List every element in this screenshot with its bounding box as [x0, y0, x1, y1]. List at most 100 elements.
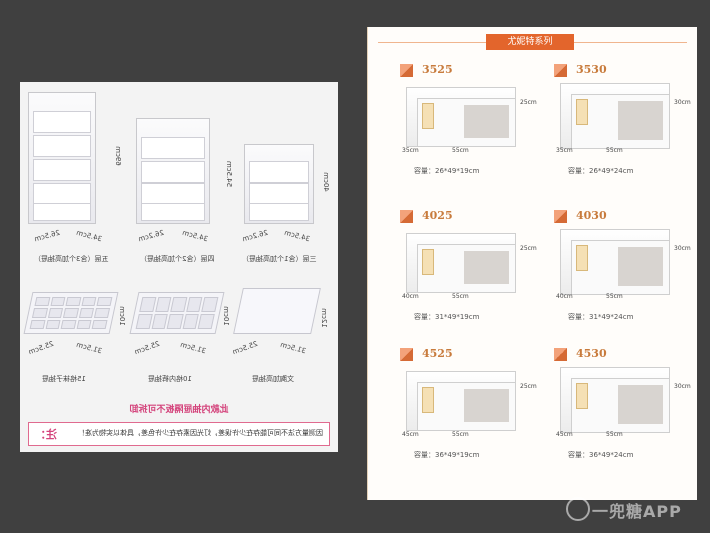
bullet-icon [400, 210, 413, 223]
drawer [141, 161, 205, 183]
dimension-depth: 34.5cm [75, 228, 103, 244]
bra-tall-tray [233, 288, 321, 334]
dimension-height: 25cm [520, 383, 537, 390]
model-code: 3525 [422, 63, 453, 76]
dimension-depth: 34.5cm [283, 228, 311, 244]
drawer [33, 159, 91, 181]
model-code: 4530 [576, 347, 607, 360]
dimension-depth: 35cm [556, 147, 573, 154]
drawer [33, 203, 91, 221]
drawer [141, 203, 205, 221]
dimension-height: 30cm [674, 383, 691, 390]
dimension-height: 54.5cm [225, 160, 234, 188]
dimension-width: 25.5cm [133, 339, 161, 357]
dimension-height: 10cm [117, 306, 126, 326]
dimension-width: 55cm [452, 431, 469, 438]
dimension-height: 40cm [321, 172, 330, 192]
dimension-height: 25cm [520, 99, 537, 106]
dimension-depth: 35cm [402, 147, 419, 154]
product-card-4525: 4525 25cm 45cm 55cm 容量：36*49*19cm [392, 347, 542, 475]
dimension-height: 10cm [221, 306, 230, 326]
drawer-box [406, 233, 516, 293]
dimension-height: 30cm [674, 99, 691, 106]
five-tier-drawer [28, 92, 96, 224]
capacity-label: 容量：26*49*24cm [568, 167, 634, 175]
item-caption: 文胸加高抽屉 [252, 375, 294, 383]
dimension-width: 55cm [452, 147, 469, 154]
drawer [141, 183, 205, 205]
bullet-icon [554, 210, 567, 223]
dimension-height: 25cm [520, 245, 537, 252]
drawer [33, 183, 91, 205]
dimension-width: 25.5cm [27, 339, 55, 357]
item-caption: 五层（含3个加高抽屉） [34, 255, 109, 263]
product-card-4025: 4025 25cm 40cm 55cm 容量：31*49*19cm [392, 209, 542, 337]
dimension-depth: 31.5cm [179, 340, 207, 356]
item-caption: 15格袜子抽屉 [42, 375, 86, 383]
dimension-depth: 40cm [402, 293, 419, 300]
dimension-depth: 40cm [556, 293, 573, 300]
dimension-width: 55cm [452, 293, 469, 300]
product-card-3530: 3530 30cm 35cm 55cm 容量：26*49*24cm [546, 63, 696, 191]
model-code: 4030 [576, 209, 607, 222]
dimension-depth: 45cm [556, 431, 573, 438]
drawer [33, 111, 91, 133]
capacity-label: 容量：36*49*24cm [568, 451, 634, 459]
product-card-4530: 4530 30cm 45cm 55cm 容量：36*49*24cm [546, 347, 696, 475]
capacity-label: 容量：26*49*19cm [414, 167, 480, 175]
drawer-box [406, 87, 516, 147]
four-tier-drawer [136, 118, 210, 224]
dimension-height: 12cm [319, 308, 328, 328]
model-code: 4025 [422, 209, 453, 222]
item-caption: 三层（含1个加高抽屉） [242, 255, 317, 263]
disclaimer-box: 因测量方法不同可能存在少许误差，灯光因素存在少许色差，具体以实物为准！ 注： [28, 422, 330, 446]
product-card-4030: 4030 30cm 40cm 55cm 容量：31*49*24cm [546, 209, 696, 337]
series-title: 尤妮特系列 [486, 34, 574, 50]
right-panel: 尤妮特系列 3525 25cm 35cm 55cm 容量：26*49*19cm … [367, 27, 697, 500]
bullet-icon [554, 64, 567, 77]
bullet-icon [400, 348, 413, 361]
model-code: 3530 [576, 63, 607, 76]
dimension-height: 69cm [113, 146, 122, 166]
drawer [249, 203, 309, 221]
removal-note: 此款内抽屉隔板不可拆卸 [129, 405, 229, 415]
dimension-depth: 34.5cm [181, 228, 209, 244]
left-panel: 69cm 26.5cm 34.5cm 五层（含3个加高抽屉） 54.5cm 26… [20, 82, 338, 452]
dimension-depth: 31.5cm [75, 340, 103, 356]
dimension-width: 26.2cm [137, 228, 165, 244]
dimension-width: 55cm [606, 293, 623, 300]
disclaimer-text: 因测量方法不同可能存在少许误差，灯光因素存在少许色差，具体以实物为准！ [78, 429, 323, 437]
dimension-width: 55cm [606, 147, 623, 154]
dimension-width: 55cm [606, 431, 623, 438]
drawer [249, 183, 309, 205]
dimension-width: 25.5cm [231, 339, 259, 357]
watermark-logo-icon [566, 497, 590, 521]
disclaimer-mark: 注： [35, 428, 57, 441]
capacity-label: 容量：31*49*24cm [568, 313, 634, 321]
drawer-box [560, 83, 670, 149]
three-tier-drawer [244, 144, 314, 224]
drawer [33, 135, 91, 157]
bullet-icon [554, 348, 567, 361]
drawer-box [560, 367, 670, 433]
sock-tray-15 [23, 292, 119, 334]
item-caption: 10格内裤抽屉 [148, 375, 192, 383]
dimension-depth: 31.5cm [279, 340, 307, 356]
drawer-box [406, 371, 516, 431]
dimension-height: 30cm [674, 245, 691, 252]
underwear-tray-10 [129, 292, 225, 334]
model-code: 4525 [422, 347, 453, 360]
dimension-width: 26.5cm [33, 228, 61, 244]
drawer [249, 161, 309, 183]
dimension-depth: 45cm [402, 431, 419, 438]
capacity-label: 容量：31*49*19cm [414, 313, 480, 321]
bullet-icon [400, 64, 413, 77]
watermark-text: 一兜糖APP [592, 502, 682, 521]
capacity-label: 容量：36*49*19cm [414, 451, 480, 459]
drawer [141, 137, 205, 159]
drawer-box [560, 229, 670, 295]
item-caption: 四层（含2个加高抽屉） [140, 255, 215, 263]
dimension-width: 26.2cm [241, 228, 269, 244]
product-card-3525: 3525 25cm 35cm 55cm 容量：26*49*19cm [392, 63, 542, 191]
